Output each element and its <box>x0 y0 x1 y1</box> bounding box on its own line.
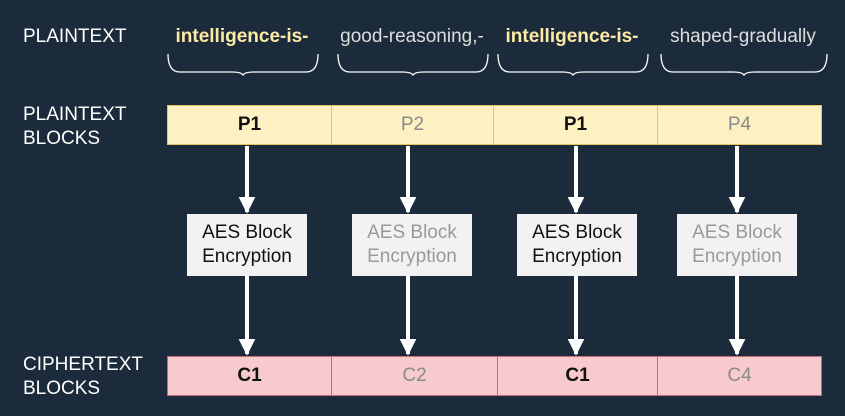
plaintext-label: PLAINTEXT <box>23 26 127 47</box>
brace-1 <box>167 53 319 76</box>
ciphertext-blocks-label-line1: CIPHERTEXT <box>23 354 144 375</box>
ciphertext-blocks-row: C1 C2 C1 C4 <box>167 356 822 396</box>
aes-encryption-box-3: AES Block Encryption <box>517 214 637 276</box>
ciphertext-block-1: C1 <box>167 356 332 396</box>
ciphertext-block-3: C1 <box>498 356 658 396</box>
aes-encryption-box-4: AES Block Encryption <box>677 214 797 276</box>
ciphertext-block-2: C2 <box>332 356 498 396</box>
brace-4 <box>660 53 828 76</box>
aes-box-line2: Encryption <box>692 246 782 267</box>
plaintext-block-4: P4 <box>658 105 822 145</box>
brace-3 <box>497 53 649 76</box>
plaintext-block-3: P1 <box>494 105 658 145</box>
ciphertext-blocks-label-line2: BLOCKS <box>23 378 101 399</box>
plaintext-segment-3: intelligence-is- <box>505 26 639 47</box>
plaintext-block-2: P2 <box>332 105 494 145</box>
aes-encryption-box-1: AES Block Encryption <box>187 214 307 276</box>
plaintext-segment-1: intelligence-is- <box>175 26 309 47</box>
brace-2 <box>337 53 489 76</box>
plaintext-segment-2: good-reasoning,- <box>340 26 484 47</box>
aes-box-line2: Encryption <box>202 246 292 267</box>
plaintext-blocks-row: P1 P2 P1 P4 <box>167 105 822 145</box>
aes-box-line1: AES Block <box>202 222 292 243</box>
plaintext-block-1: P1 <box>167 105 332 145</box>
aes-box-line2: Encryption <box>532 246 622 267</box>
plaintext-blocks-label-line2: BLOCKS <box>23 128 101 149</box>
aes-box-line1: AES Block <box>692 222 782 243</box>
ciphertext-block-4: C4 <box>658 356 822 396</box>
aes-encryption-box-2: AES Block Encryption <box>352 214 472 276</box>
plaintext-blocks-label-line1: PLAINTEXT <box>23 104 127 125</box>
aes-box-line2: Encryption <box>367 246 457 267</box>
aes-box-line1: AES Block <box>532 222 622 243</box>
aes-box-line1: AES Block <box>367 222 457 243</box>
plaintext-segment-4: shaped-gradually <box>670 26 816 47</box>
